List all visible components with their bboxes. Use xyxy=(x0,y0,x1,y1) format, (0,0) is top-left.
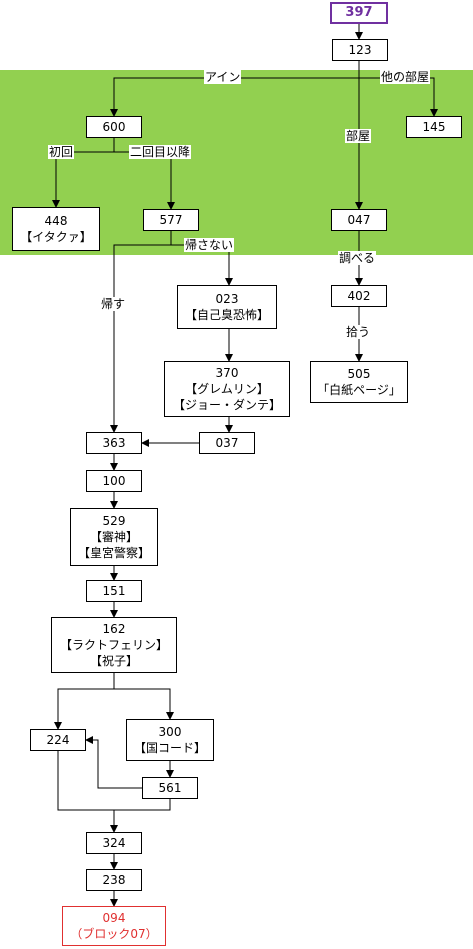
node-505: 505 「白紙ページ」 xyxy=(310,361,408,403)
edge-label-first-time: 初回 xyxy=(48,145,75,159)
node-529: 529 【審神】【皇宮警察】 xyxy=(70,508,158,566)
node-023-line-2: 【自己臭恐怖】 xyxy=(184,308,269,322)
node-529-line-3: 【皇宮警察】 xyxy=(77,546,150,560)
node-529-line-2: 【審神】 xyxy=(89,530,138,544)
node-397: 397 xyxy=(330,2,388,24)
node-324: 324 xyxy=(86,832,142,854)
node-370: 370 【グレムリン】【ジョー・ダンテ】 xyxy=(164,361,290,417)
node-224: 224 xyxy=(30,729,86,751)
node-100-line-1: 100 xyxy=(102,474,126,488)
node-037-line-1: 037 xyxy=(215,436,239,450)
node-370-line-3: 【ジョー・ダンテ】 xyxy=(172,398,281,412)
node-448: 448 【イタクァ】 xyxy=(12,207,100,251)
connector-561-324 xyxy=(114,799,171,811)
connector-577-363 xyxy=(110,244,171,433)
node-145-line-1: 145 xyxy=(422,120,446,134)
node-561-line-1: 561 xyxy=(158,781,182,795)
node-561: 561 xyxy=(142,777,198,799)
node-402: 402 xyxy=(331,285,387,307)
node-023: 023 【自己臭恐怖】 xyxy=(177,285,277,329)
node-324-line-1: 324 xyxy=(102,836,126,850)
node-162-line-2: 【ラクトフェリン】 xyxy=(59,638,168,652)
connector-162-224 xyxy=(54,673,115,730)
node-151-line-1: 151 xyxy=(102,584,126,598)
node-162: 162 【ラクトフェリン】【祝子】 xyxy=(51,617,177,673)
edge-label-second-time: 二回目以降 xyxy=(129,145,192,159)
node-123: 123 xyxy=(332,39,388,61)
node-047: 047 xyxy=(331,209,387,231)
node-094-line-1: 094 xyxy=(102,911,126,925)
node-094: 094 （ブロック07） xyxy=(62,906,166,946)
node-600: 600 xyxy=(86,116,142,138)
node-505-line-2: 「白紙ページ」 xyxy=(317,383,401,397)
node-151: 151 xyxy=(86,580,142,602)
node-047-line-1: 047 xyxy=(347,213,371,227)
node-023-line-1: 023 xyxy=(215,292,239,306)
node-162-line-1: 162 xyxy=(102,622,126,636)
node-577-line-1: 577 xyxy=(159,213,183,227)
node-224-line-1: 224 xyxy=(46,733,70,747)
connector-600-448 xyxy=(52,138,115,208)
node-370-line-2: 【グレムリン】 xyxy=(185,382,269,396)
node-300-line-1: 300 xyxy=(158,725,182,739)
node-037: 037 xyxy=(199,432,255,454)
node-363: 363 xyxy=(86,432,142,454)
edge-label-examine: 調べる xyxy=(338,251,377,265)
edge-label-pick-up: 拾う xyxy=(345,325,372,339)
node-600-line-1: 600 xyxy=(102,120,126,134)
node-448-line-1: 448 xyxy=(44,214,68,228)
edge-label-ain: アイン xyxy=(204,70,242,84)
edge-label-not-return: 帰さない xyxy=(184,238,235,252)
node-370-line-1: 370 xyxy=(215,366,239,380)
connector-224-324 xyxy=(57,751,118,833)
node-529-line-1: 529 xyxy=(102,514,126,528)
node-238: 238 xyxy=(86,869,142,891)
node-145: 145 xyxy=(406,116,462,138)
node-300: 300 【国コード】 xyxy=(126,719,214,761)
edge-label-return: 帰す xyxy=(100,297,127,311)
node-448-line-2: 【イタクァ】 xyxy=(20,230,92,244)
connector-561-224 xyxy=(85,736,142,789)
edge-label-other-room: 他の部屋 xyxy=(380,70,431,84)
node-162-line-3: 【祝子】 xyxy=(89,654,138,668)
node-577: 577 xyxy=(143,209,199,231)
node-397-line-1: 397 xyxy=(345,5,373,20)
node-363-line-1: 363 xyxy=(102,436,126,450)
node-505-line-1: 505 xyxy=(347,367,371,381)
edge-label-room: 部屋 xyxy=(345,129,372,143)
node-300-line-2: 【国コード】 xyxy=(133,741,206,755)
node-123-line-1: 123 xyxy=(348,43,372,57)
node-402-line-1: 402 xyxy=(347,289,371,303)
node-100: 100 xyxy=(86,470,142,492)
node-094-line-2: （ブロック07） xyxy=(70,927,158,941)
node-238-line-1: 238 xyxy=(102,873,126,887)
connector-162-300 xyxy=(114,688,174,720)
